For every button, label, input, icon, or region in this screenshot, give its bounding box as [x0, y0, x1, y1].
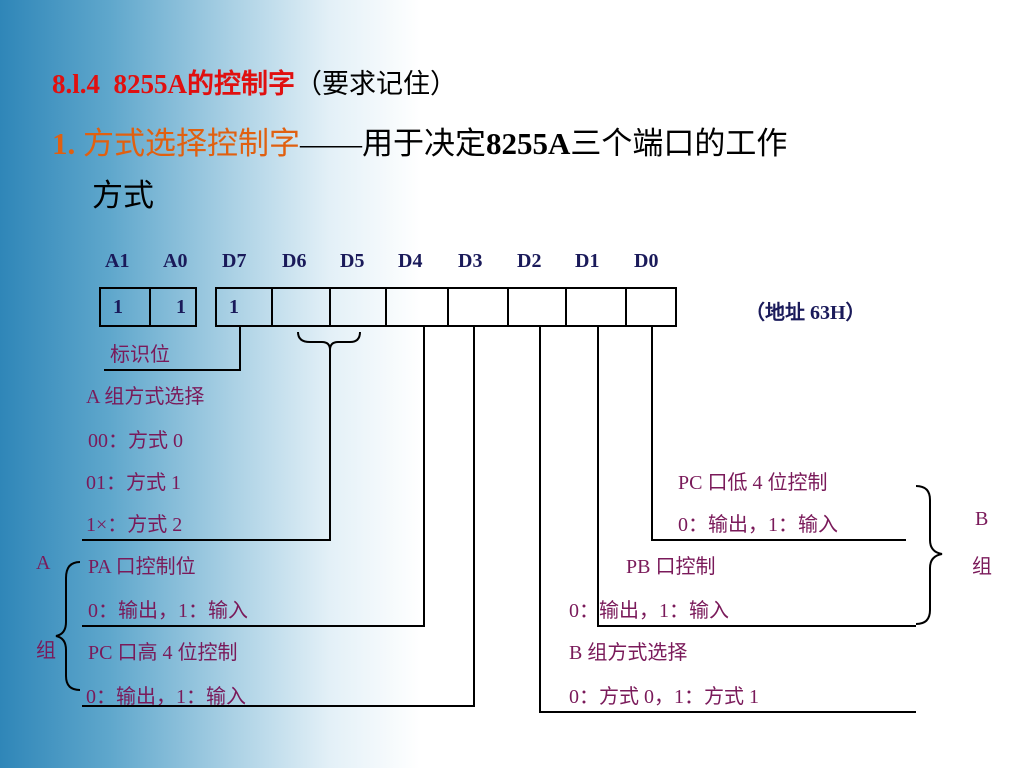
group-b-brace-label-bottom: 组	[972, 556, 992, 578]
subtitle-desc-a: 用于决定	[362, 126, 486, 161]
bit-label-d4: D4	[398, 250, 423, 272]
bit-label-d3: D3	[458, 250, 483, 272]
group-a-brace-label-top: A	[36, 552, 51, 574]
register-cell-d4	[385, 287, 449, 327]
group-a-pc-high-title: PC 口高 4 位控制	[88, 642, 238, 664]
register-cell-a1	[99, 287, 151, 327]
line-d4-pa	[82, 326, 425, 627]
register-cell-d2	[507, 287, 567, 327]
group-a-mode-00: 00：方式 0	[88, 430, 183, 452]
register-cell-d7	[215, 287, 273, 327]
bit-label-d7: D7	[222, 250, 247, 272]
section-title-main: 8255A的控制字	[113, 69, 296, 99]
group-a-pa-desc: 0：输出，1：输入	[88, 600, 248, 622]
line-d2-b-mode	[539, 326, 916, 713]
group-b-pc-low-desc: 0：输出，1：输入	[678, 514, 838, 536]
line-d7-flag	[104, 326, 241, 371]
section-title: 8.l.4 8255A的控制字（要求记住）	[52, 62, 457, 101]
bit-label-d5: D5	[340, 250, 365, 272]
line-group-a-mode	[82, 350, 331, 541]
group-b-pb-desc: 0：输出，1：输入	[569, 600, 729, 622]
bit-label-d6: D6	[282, 250, 307, 272]
line-d1-pb	[597, 326, 916, 627]
group-b-brace-label-top: B	[975, 508, 989, 530]
line-d3-pc-high	[82, 326, 475, 707]
section-title-note: （要求记住）	[295, 69, 458, 99]
bit-label-d1: D1	[575, 250, 600, 272]
brace-group-b	[915, 485, 943, 625]
register-cell-d0	[625, 287, 677, 327]
group-b-pc-low-title: PC 口低 4 位控制	[678, 472, 828, 494]
subtitle-number: 1.	[52, 126, 76, 161]
group-b-mode-title: B 组方式选择	[569, 642, 688, 664]
bit-label-a0: A0	[163, 250, 188, 272]
subtitle-line: 1. 方式选择控制字——用于决定8255A三个端口的工作	[52, 118, 787, 163]
brace-group-a	[55, 561, 81, 691]
subtitle-dash: ——	[300, 126, 362, 161]
group-a-mode-01: 01：方式 1	[86, 472, 181, 494]
register-cell-d3	[447, 287, 509, 327]
subtitle-line-2: 方式	[92, 178, 154, 213]
bit-label-d0: D0	[634, 250, 659, 272]
cell-value-d7: 1	[229, 296, 239, 318]
cell-value-a1: 1	[113, 296, 123, 318]
address-label: （地址 63H）	[745, 302, 866, 324]
subtitle-desc-b: 8255A	[486, 126, 571, 161]
cell-value-a0: 1	[176, 296, 186, 318]
group-a-mode-1x: 1×：方式 2	[86, 514, 183, 536]
register-cell-d5	[329, 287, 387, 327]
group-b-mode-desc: 0：方式 0，1：方式 1	[569, 686, 759, 708]
group-b-pb-title: PB 口控制	[626, 556, 716, 578]
group-a-pa-title: PA 口控制位	[88, 556, 196, 578]
flag-label: 标识位	[110, 344, 170, 366]
group-a-pc-high-desc: 0：输出，1：输入	[86, 686, 246, 708]
register-cell-d6	[271, 287, 331, 327]
subtitle-desc-c: 三个端口的工作	[570, 126, 788, 161]
section-number: 8.l.4	[52, 69, 101, 99]
register-cell-a0	[149, 287, 197, 327]
subtitle-term: 方式选择控制字	[83, 126, 300, 161]
brace-d6-d5	[297, 331, 361, 351]
bit-label-d2: D2	[517, 250, 542, 272]
register-cell-d1	[565, 287, 627, 327]
group-a-mode-title: A 组方式选择	[86, 386, 205, 408]
group-a-brace-label-bottom: 组	[36, 640, 56, 662]
line-d0-pc-low	[651, 326, 906, 541]
bit-label-a1: A1	[105, 250, 130, 272]
